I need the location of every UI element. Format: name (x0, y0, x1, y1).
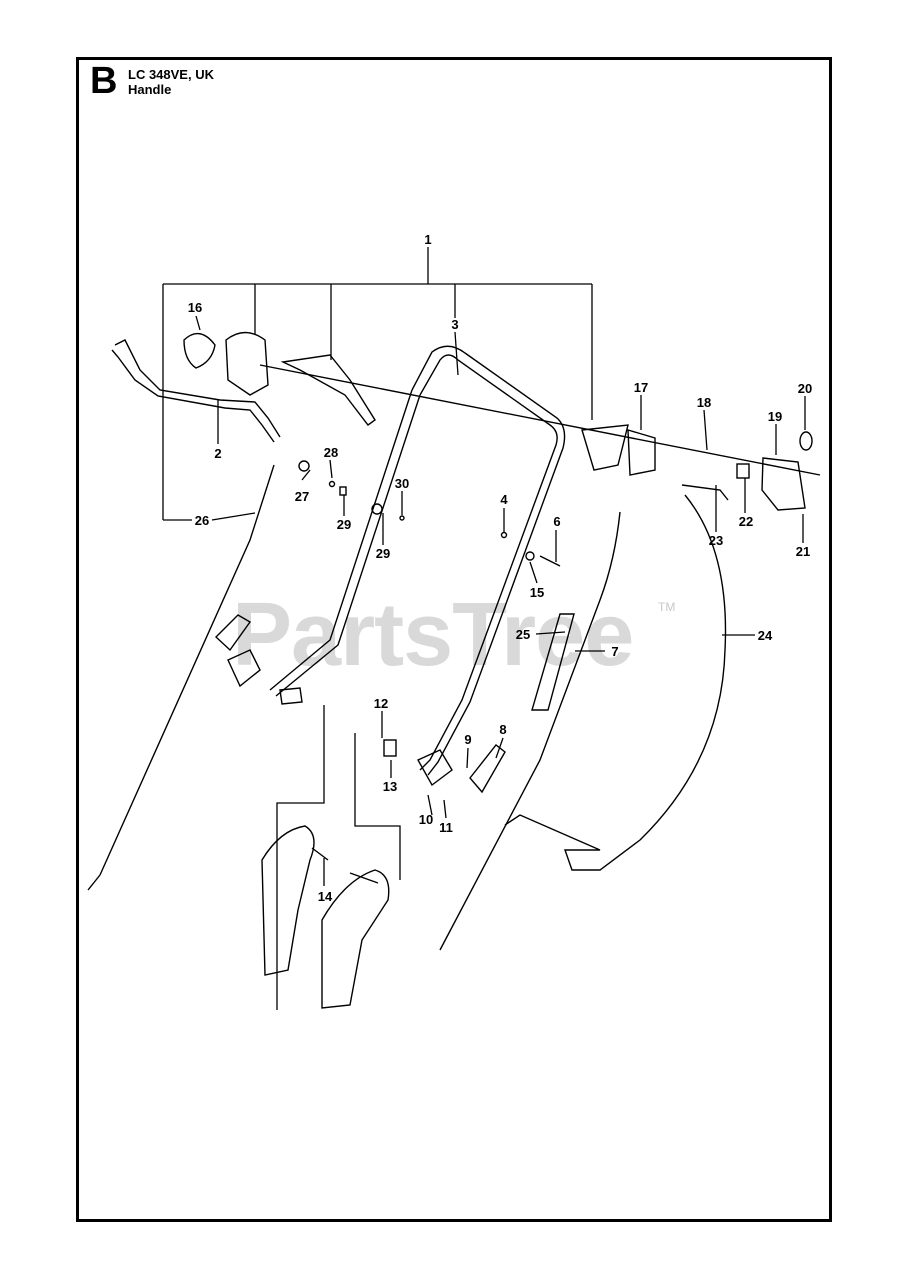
part-label-9: 9 (464, 732, 471, 747)
part-label-13: 13 (383, 779, 397, 794)
part-label-26: 26 (195, 513, 209, 528)
part-label-2: 2 (214, 446, 221, 461)
part-label-3: 3 (451, 317, 458, 332)
model-title: LC 348VE, UK (128, 67, 214, 82)
part-label-14: 14 (318, 889, 333, 904)
part-label-8: 8 (499, 722, 506, 737)
part-label-11: 11 (439, 820, 453, 835)
part-label-16: 16 (188, 300, 202, 315)
part-label-23: 23 (709, 533, 723, 548)
part-label-19: 19 (768, 409, 782, 424)
part-label-12: 12 (374, 696, 388, 711)
part-label-15: 15 (530, 585, 544, 600)
drawing-frame (76, 57, 832, 1222)
part-labels: 1 2 3 4 6 15 7 8 9 10 11 12 13 14 16 17 … (188, 232, 812, 904)
part-label-28: 28 (324, 445, 338, 460)
part-label-18: 18 (697, 395, 711, 410)
part-label-25: 25 (516, 627, 530, 642)
part-label-22: 22 (739, 514, 753, 529)
part-label-30: 30 (395, 476, 409, 491)
part-label-29a: 29 (337, 517, 351, 532)
part-label-17: 17 (634, 380, 648, 395)
title-block: LC 348VE, UK Handle (128, 67, 214, 97)
part-label-24: 24 (758, 628, 773, 643)
part-label-6: 6 (553, 514, 560, 529)
leader-lines (162, 247, 806, 1010)
watermark-trademark: TM (658, 600, 676, 614)
part-label-21: 21 (796, 544, 810, 559)
section-letter: B (90, 60, 118, 102)
part-label-4: 4 (500, 492, 508, 507)
part-label-27: 27 (295, 489, 309, 504)
part-label-10: 10 (419, 812, 433, 827)
part-label-7: 7 (611, 644, 618, 659)
part-label-29b: 29 (376, 546, 390, 561)
assembly-name: Handle (128, 82, 172, 97)
part-outlines (87, 331, 821, 1009)
part-label-1: 1 (424, 232, 431, 247)
part-label-20: 20 (798, 381, 812, 396)
